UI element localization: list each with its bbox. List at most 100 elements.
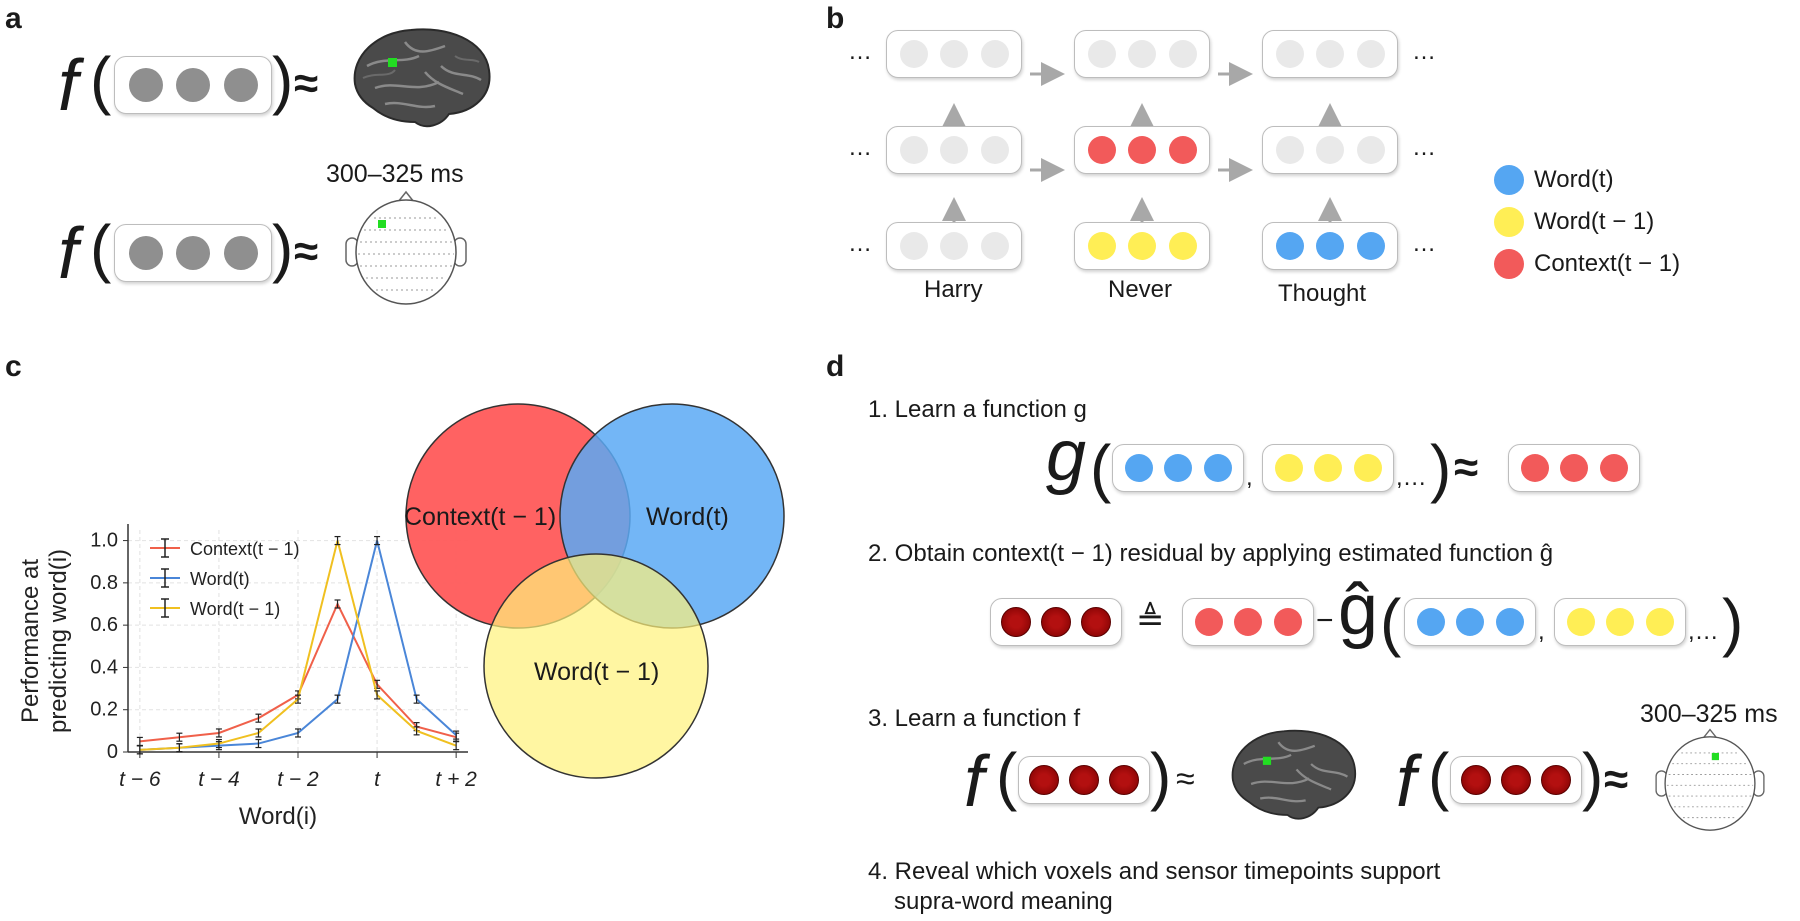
embedding-vector bbox=[114, 224, 272, 282]
x-tick-label: t − 4 bbox=[198, 768, 239, 791]
approx-symbol: ≈ bbox=[294, 59, 319, 108]
comma: , bbox=[1538, 618, 1545, 645]
line-chart: 0 0.2 0.4 0.6 0.8 1.0 t − 6 t − 4 t − 2 t t + 2 Wor… bbox=[17, 524, 477, 830]
panel-letter-c: c bbox=[5, 350, 22, 383]
legend-swatch-word-t-1 bbox=[1494, 207, 1524, 237]
x-axis-label: Word(i) bbox=[239, 803, 317, 830]
context-vector bbox=[1182, 598, 1314, 646]
close-paren: ) bbox=[1722, 586, 1744, 658]
y-tick-label: 0.8 bbox=[90, 572, 118, 594]
legend-swatch-word-t bbox=[1494, 165, 1524, 195]
word-t-vector bbox=[1112, 444, 1244, 492]
word-t-vector bbox=[1404, 598, 1536, 646]
function-f-fmri: f bbox=[964, 742, 985, 822]
function-g: g bbox=[1046, 416, 1087, 496]
approx-symbol: ≈ bbox=[294, 227, 319, 276]
open-paren: ( bbox=[1090, 432, 1112, 504]
meg-head-icon bbox=[1655, 728, 1765, 831]
close-paren: ) bbox=[1430, 432, 1452, 504]
context-vector bbox=[1508, 444, 1640, 492]
residual-vector bbox=[990, 598, 1122, 646]
legend-swatch-context bbox=[1494, 249, 1524, 279]
legend-label-word-t: Word(t) bbox=[1534, 166, 1614, 193]
venn-circle-word-t-1 bbox=[483, 553, 709, 779]
hidden-state-top bbox=[1074, 30, 1210, 78]
close-paren: ) bbox=[272, 212, 294, 284]
brain-icon bbox=[1231, 729, 1357, 820]
hidden-state-top bbox=[1262, 30, 1398, 78]
minus-sign: − bbox=[1316, 604, 1334, 637]
legend-label-0: Context(t − 1) bbox=[190, 539, 300, 559]
y-tick-label: 0.2 bbox=[90, 699, 118, 721]
step-4-text-line2: supra-word meaning bbox=[894, 888, 1113, 915]
x-tick-label: t + 2 bbox=[435, 768, 477, 791]
open-paren: ( bbox=[996, 740, 1018, 812]
open-paren: ( bbox=[90, 44, 112, 116]
comma-ellipsis: ,… bbox=[1396, 464, 1427, 491]
step-3-text: 3. Learn a function f bbox=[868, 705, 1081, 732]
step-2-text: 2. Obtain context(t − 1) residual by app… bbox=[868, 540, 1554, 567]
venn-label-context: Context(t − 1) bbox=[404, 503, 557, 531]
open-paren: ( bbox=[1428, 740, 1450, 812]
panel-letter-a: a bbox=[5, 2, 22, 35]
defined-equal: ≜ bbox=[1136, 601, 1165, 639]
function-g-hat: ĝ bbox=[1338, 570, 1379, 650]
hidden-state-middle bbox=[886, 126, 1022, 174]
word-embedding-previous bbox=[1074, 222, 1210, 270]
residual-vector bbox=[1018, 756, 1150, 804]
ellipsis: … bbox=[1412, 230, 1436, 257]
timing-label: 300–325 ms bbox=[326, 160, 464, 188]
ellipsis: … bbox=[848, 134, 872, 161]
comma: , bbox=[1246, 464, 1253, 491]
function-f-meg: f bbox=[1396, 742, 1417, 822]
lstm-diagram bbox=[942, 62, 1342, 232]
meg-head-icon bbox=[345, 190, 467, 305]
ellipsis: … bbox=[848, 38, 872, 65]
close-paren: ) bbox=[1150, 740, 1172, 812]
brain-icon bbox=[353, 28, 491, 128]
y-tick-label: 1.0 bbox=[90, 530, 118, 552]
timing-label: 300–325 ms bbox=[1640, 700, 1778, 728]
close-paren: ) bbox=[1582, 740, 1604, 812]
x-tick-label: t bbox=[374, 768, 381, 791]
x-tick-label: t − 6 bbox=[119, 768, 161, 791]
word-embedding bbox=[886, 222, 1022, 270]
open-paren: ( bbox=[90, 212, 112, 284]
step-1-text: 1. Learn a function g bbox=[868, 396, 1087, 423]
approx-symbol: ≈ bbox=[1176, 760, 1195, 798]
venn-diagram bbox=[405, 403, 785, 779]
y-tick-label: 0 bbox=[107, 741, 118, 763]
approx-symbol: ≈ bbox=[1604, 755, 1629, 804]
context-state bbox=[1074, 126, 1210, 174]
y-tick-label: 0.4 bbox=[90, 656, 118, 678]
close-paren: ) bbox=[272, 44, 294, 116]
word-label-thought: Thought bbox=[1278, 280, 1367, 307]
word-t-1-vector bbox=[1554, 598, 1686, 646]
venn-label-word-t: Word(t) bbox=[646, 503, 729, 531]
embedding-vector bbox=[114, 56, 272, 114]
panel-letter-d: d bbox=[826, 350, 845, 383]
x-tick-label: t − 2 bbox=[277, 768, 319, 791]
y-axis-label-line2: predicting word(i) bbox=[45, 549, 72, 733]
comma-ellipsis: ,… bbox=[1688, 618, 1719, 645]
function-f-fmri: f bbox=[58, 46, 79, 126]
legend-label-word-t-1: Word(t − 1) bbox=[1534, 208, 1655, 235]
word-label-harry: Harry bbox=[924, 276, 983, 303]
word-embedding-current bbox=[1262, 222, 1398, 270]
ellipsis: … bbox=[1412, 38, 1436, 65]
y-tick-label: 0.6 bbox=[90, 614, 118, 636]
step-4-text-line1: 4. Reveal which voxels and sensor timepo… bbox=[868, 858, 1441, 885]
residual-vector bbox=[1450, 756, 1582, 804]
open-paren: ( bbox=[1380, 586, 1402, 658]
legend-label-2: Word(t − 1) bbox=[190, 599, 280, 619]
legend-label-context: Context(t − 1) bbox=[1534, 250, 1681, 277]
y-axis-label-line1: Performance at bbox=[17, 559, 44, 723]
hidden-state-top bbox=[886, 30, 1022, 78]
legend-label-1: Word(t) bbox=[190, 569, 250, 589]
word-t-1-vector bbox=[1262, 444, 1394, 492]
hidden-state-middle bbox=[1262, 126, 1398, 174]
venn-label-word-t-1: Word(t − 1) bbox=[534, 658, 660, 686]
function-f-meg: f bbox=[58, 214, 79, 294]
ellipsis: … bbox=[848, 230, 872, 257]
word-label-never: Never bbox=[1108, 276, 1173, 303]
